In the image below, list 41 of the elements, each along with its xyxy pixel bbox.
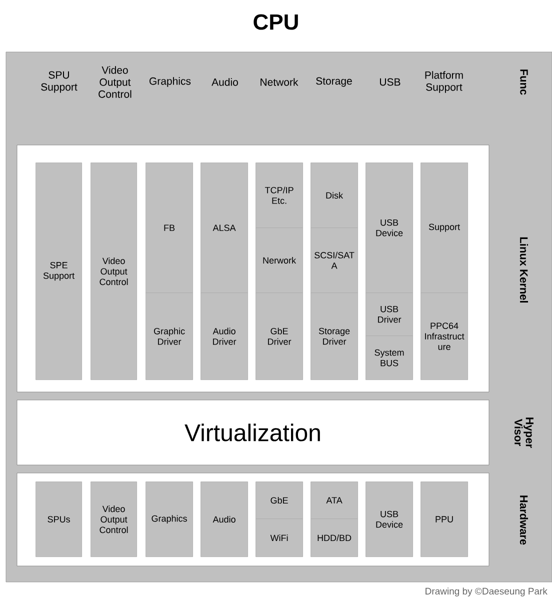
layer-label: Hardware <box>520 496 528 545</box>
cell-box: Audio <box>200 482 248 557</box>
cell-box: Video Output Control <box>90 482 137 557</box>
layer-label: Linux Kernel <box>520 237 528 303</box>
cell-box: Graphic Driver <box>146 292 193 380</box>
function-label: Storage <box>316 77 352 87</box>
cell-box: WiFi <box>256 518 303 557</box>
cell-box: TCP/IP Etc. <box>256 162 303 228</box>
cell-box: PPC64 Infrastruct ure <box>420 292 468 380</box>
cell-box: ATA <box>310 482 358 519</box>
function-label: Platform Support <box>425 71 463 93</box>
layer-label: Hyper Visor <box>514 418 534 448</box>
cell-box: USB Driver <box>366 292 413 336</box>
function-label: USB <box>380 78 400 86</box>
cell-box: System BUS <box>366 336 413 380</box>
cell-box: Video Output Control <box>90 162 137 380</box>
function-label: SPU Support <box>41 71 78 93</box>
credit-text: Drawing by ©Daeseung Park <box>426 588 548 596</box>
cell-box: FB <box>146 162 193 293</box>
layer-label: Func <box>520 70 528 95</box>
cell-box: ALSA <box>200 162 248 293</box>
cell-box: Storage Driver <box>310 292 358 380</box>
function-label: Audio <box>212 78 238 86</box>
cell-box: SPUs <box>36 482 82 557</box>
function-label: Network <box>260 78 298 86</box>
cell-box: GbE Driver <box>256 292 303 380</box>
cell-box: Support <box>420 162 468 293</box>
cell-box: Audio Driver <box>200 292 248 380</box>
cell-box: Nerwork <box>256 228 303 293</box>
cell-box: SPE Support <box>36 162 82 380</box>
cell-box: PPU <box>420 482 468 557</box>
cell-box: Graphics <box>146 482 193 557</box>
cell-box: GbE <box>256 482 303 519</box>
cell-box: USB Device <box>366 482 413 557</box>
layer-box: Virtualization <box>16 400 490 466</box>
cell-box: HDD/BD <box>310 518 358 557</box>
title: CPU <box>254 14 298 30</box>
cell-box: Disk <box>310 162 358 228</box>
function-label: Graphics <box>150 77 191 87</box>
cell-box: SCSI/SAT A <box>310 228 358 293</box>
function-label: Video Output Control <box>98 66 132 98</box>
